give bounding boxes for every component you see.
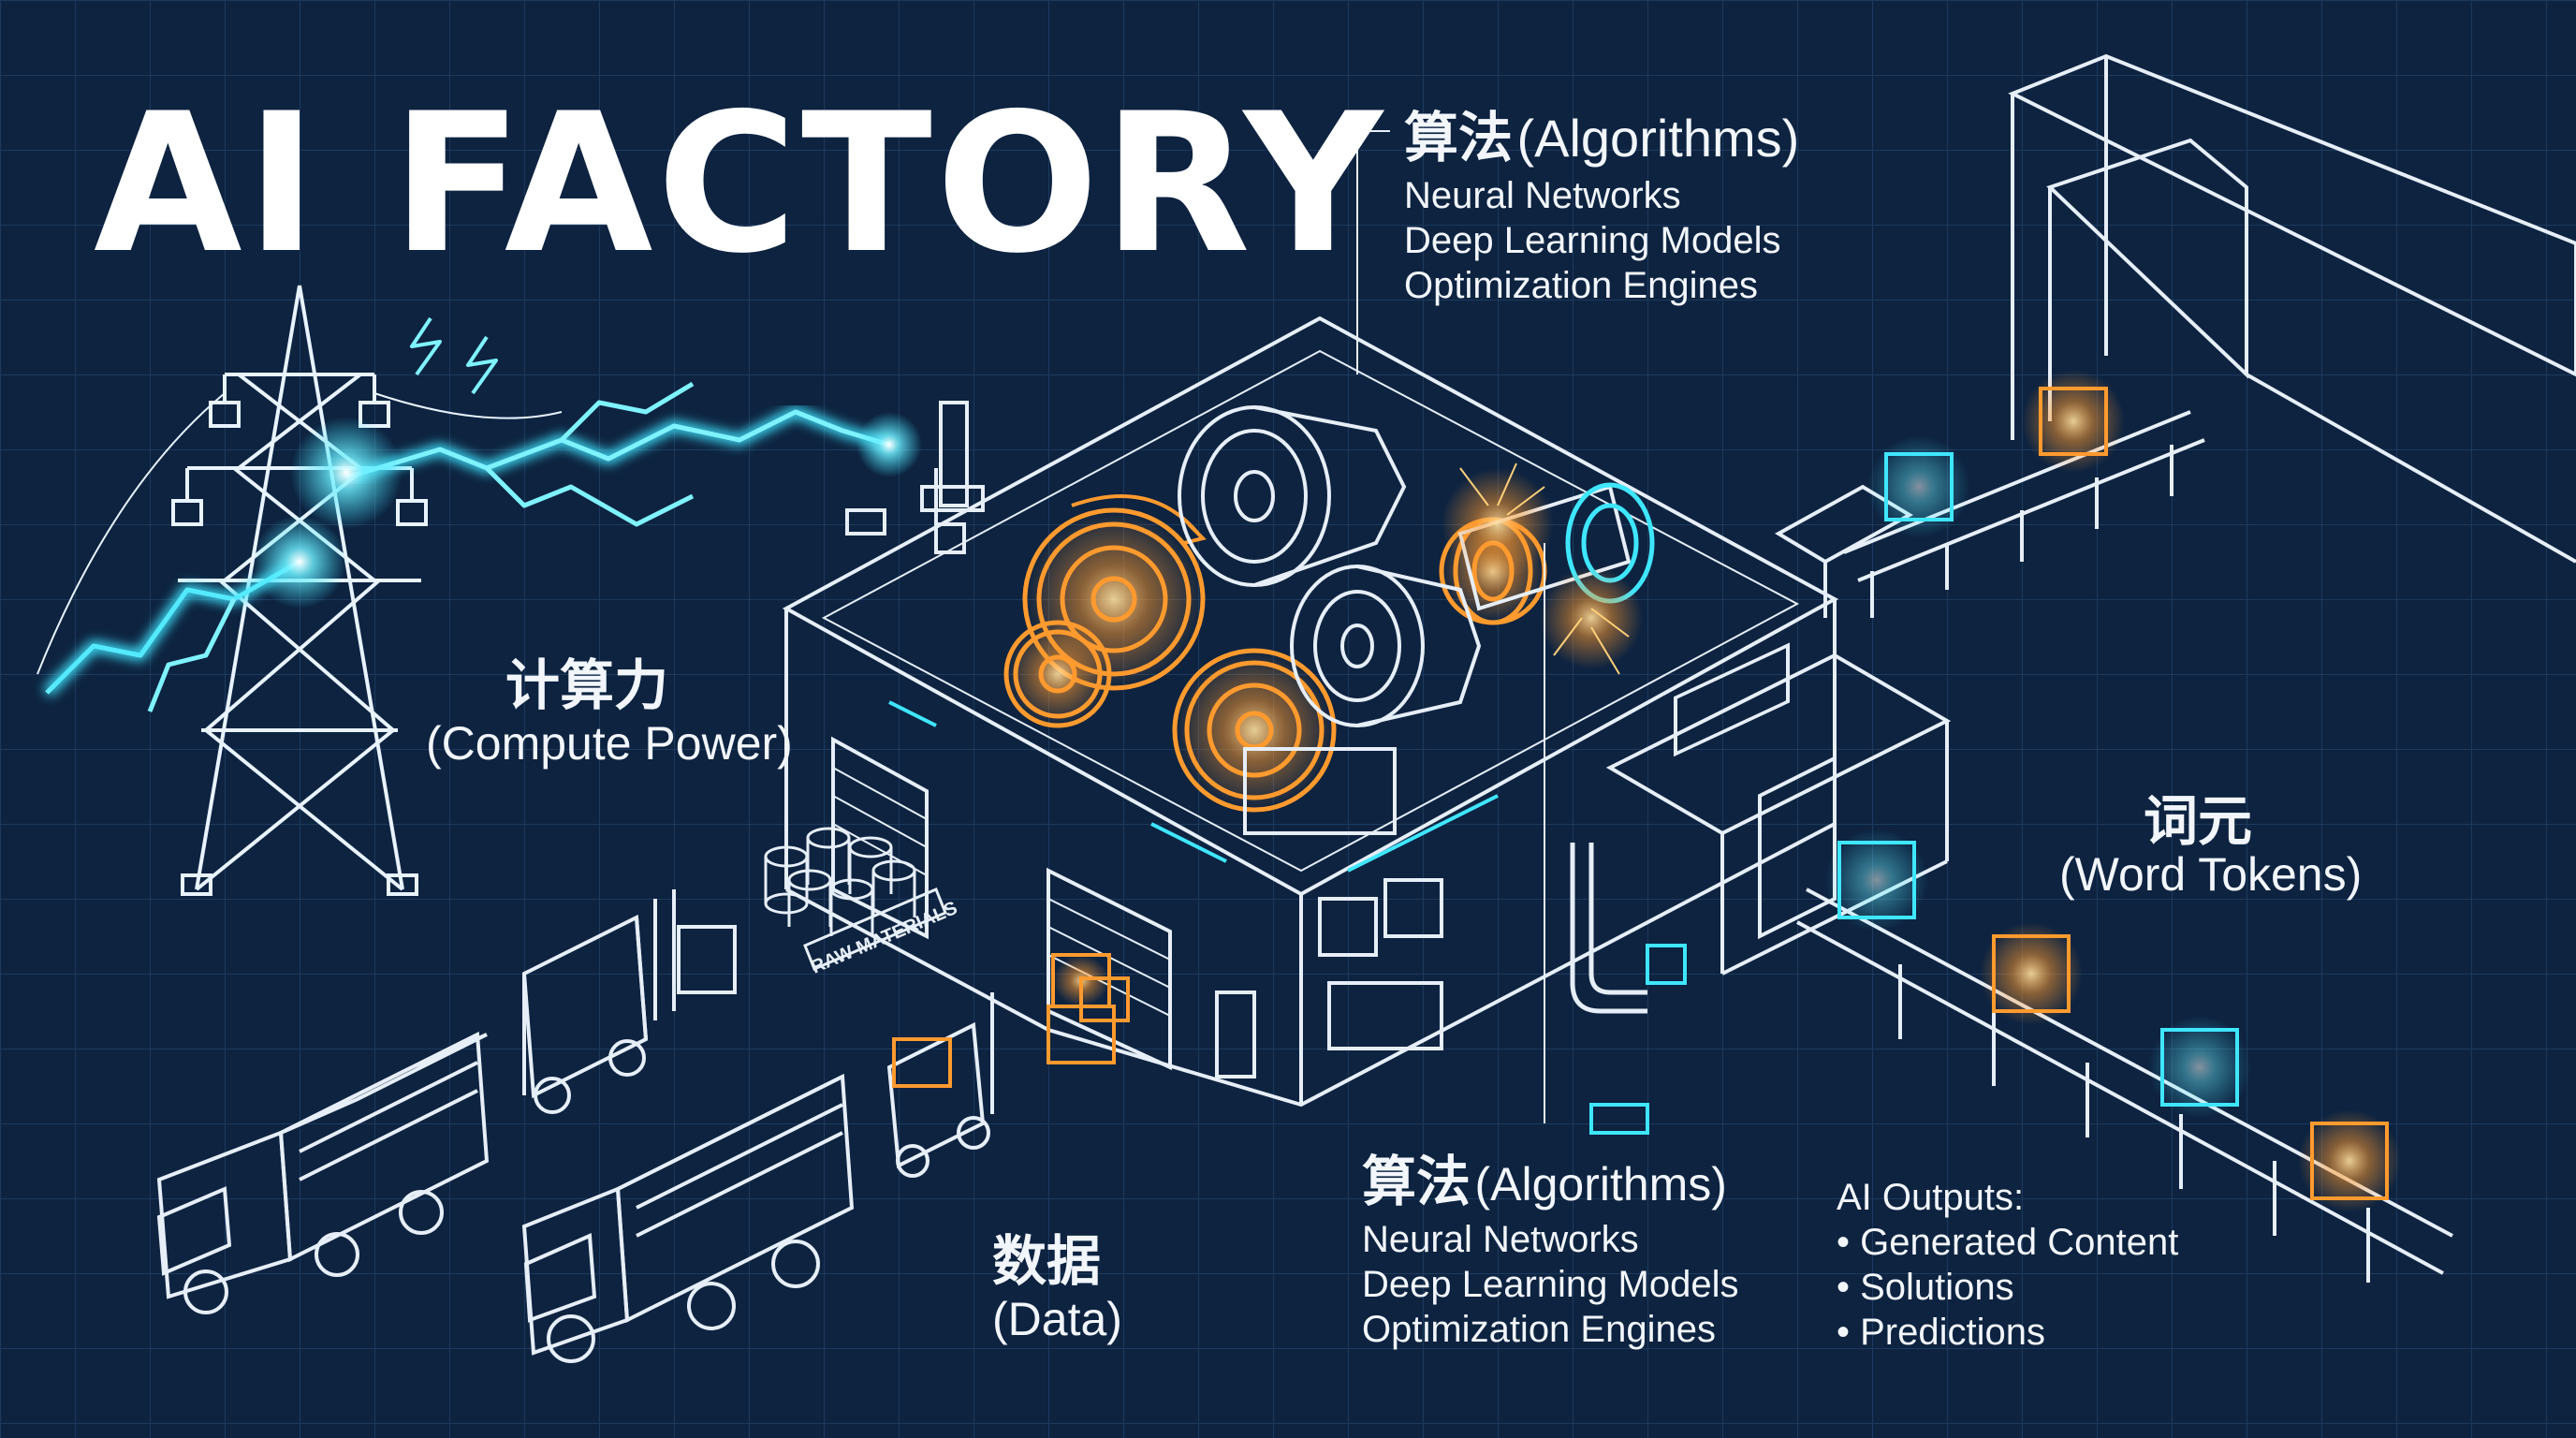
list-item: Optimization Engines: [1404, 265, 1758, 306]
list-item: Neural Networks: [1362, 1219, 1639, 1260]
list-item: Deep Learning Models: [1362, 1264, 1739, 1305]
algorithms-bottom-cn: 算法: [1362, 1150, 1471, 1213]
list-item: • Predictions: [1837, 1312, 2045, 1353]
list-item: Deep Learning Models: [1404, 220, 1781, 261]
lightning-icon: [42, 316, 891, 712]
compute-cn: 计算力: [505, 653, 669, 717]
barrel-icon: [764, 827, 947, 971]
algorithms-bottom-list: Neural Networks Deep Learning Models Opt…: [1362, 1217, 1738, 1352]
algorithms-top-en: (Algorithms): [1516, 109, 1800, 168]
factory-building: [782, 315, 1952, 1108]
outputs-title: AI Outputs:: [1837, 1177, 2025, 1218]
token-cube-icon: [1825, 370, 2401, 1212]
list-item: • Solutions: [1837, 1267, 2014, 1308]
orange-crates: [892, 953, 1130, 1088]
list-item: Neural Networks: [1404, 175, 1681, 216]
algorithms-top-label: 算法 (Algorithms): [1404, 94, 1799, 172]
algorithms-bottom-en: (Algorithms): [1474, 1158, 1727, 1211]
page-title: AI FACTORY: [94, 73, 1387, 296]
tokens-en: (Word Tokens): [2059, 848, 2363, 901]
building-accents: [888, 700, 1687, 1135]
algorithms-top-cn: 算法: [1404, 106, 1514, 169]
turbine-icon: [1178, 405, 1632, 835]
algorithms-top-list: Neural Networks Deep Learning Models Opt…: [1404, 173, 1780, 308]
list-item: Optimization Engines: [1362, 1309, 1716, 1350]
list-item: • Generated Content: [1837, 1222, 2179, 1263]
ai-outputs: AI Outputs: • Generated Content • Soluti…: [1837, 1175, 2178, 1355]
leader-lines: [1356, 130, 1545, 1123]
sparks: [1459, 462, 1630, 675]
conveyor-icon: [1796, 53, 2576, 1283]
data-en: (Data): [992, 1293, 1122, 1345]
truck-icon: [156, 1031, 855, 1363]
data-cn: 数据: [992, 1229, 1102, 1293]
compute-en: (Compute Power): [426, 717, 793, 770]
tokens-cn: 词元: [2144, 789, 2253, 853]
algorithms-bottom-label: 算法 (Algorithms): [1362, 1137, 1727, 1216]
